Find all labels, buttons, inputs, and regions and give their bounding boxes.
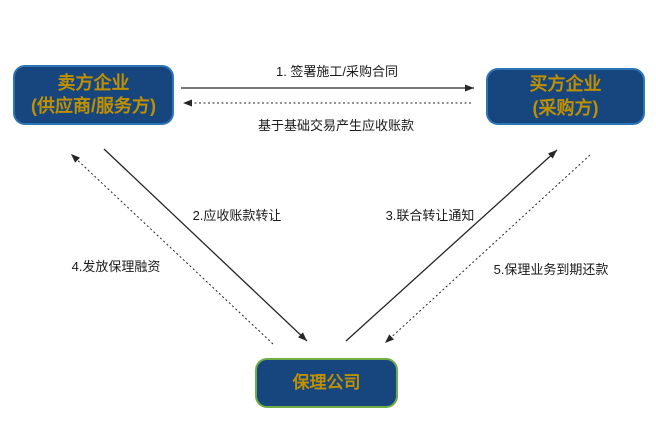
arrow-label-receivable: 基于基础交易产生应收账款 (257, 118, 415, 133)
arrow-label-repayment: 5.保理业务到期还款 (493, 262, 609, 277)
arrow-label-notice: 3.联合转让通知 (385, 208, 475, 223)
arrow-label-transfer: 2.应收账款转让 (192, 208, 282, 223)
node-buyer-subtitle: (采购方) (532, 97, 599, 118)
arrow-label-financing: 4.发放保理融资 (71, 259, 161, 274)
node-seller-enterprise: 卖方企业 (供应商/服务方) (13, 65, 174, 125)
node-buyer-enterprise: 买方企业 (采购方) (486, 68, 645, 125)
node-seller-subtitle: (供应商/服务方) (31, 96, 156, 116)
arrow-financing-line (70, 153, 274, 345)
node-factoring-company: 保理公司 (255, 358, 398, 408)
node-factor-title: 保理公司 (292, 372, 361, 392)
node-seller-title: 卖方企业 (57, 72, 130, 93)
arrow-repayment-line (384, 154, 591, 344)
arrow-transfer-line (103, 148, 308, 342)
arrow-notice-line (345, 149, 558, 342)
arrow-label-contract: 1. 签署施工/采购合同 (275, 64, 399, 79)
node-buyer-title: 买方企业 (529, 74, 602, 95)
